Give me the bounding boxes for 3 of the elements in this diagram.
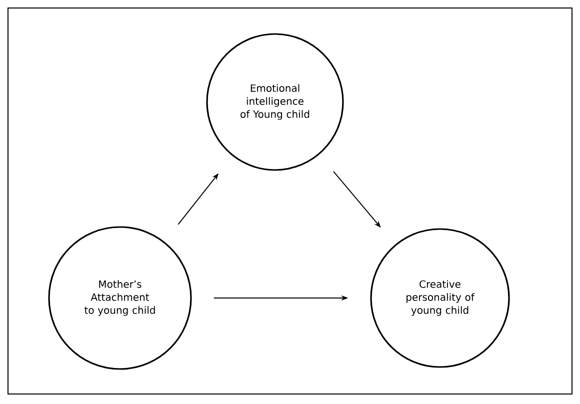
circle-node: Creative personality of young child bbox=[370, 228, 510, 368]
circle-node: Mother’s Attachment to young child bbox=[48, 226, 192, 370]
circle-node: Emotional intelligence of Young child bbox=[206, 33, 344, 171]
